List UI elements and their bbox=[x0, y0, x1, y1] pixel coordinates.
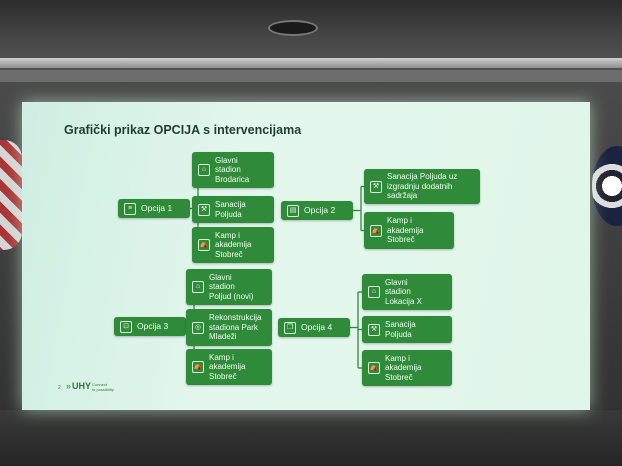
camp-icon: ⛺ bbox=[192, 361, 204, 373]
ceiling-light-strip bbox=[0, 58, 622, 68]
page-number: 2 bbox=[58, 385, 61, 391]
option-2-box: ▤ Opcija 2 bbox=[281, 201, 353, 220]
repair-icon: ⚒ bbox=[370, 180, 382, 193]
lower-wall bbox=[0, 410, 622, 466]
box-label-line: Kamp i bbox=[387, 216, 412, 226]
option-1-box: ≡ Opcija 1 bbox=[118, 199, 190, 218]
document-icon: ▤ bbox=[287, 204, 299, 217]
box-label-line: Brodarica bbox=[215, 174, 250, 184]
repair-icon: ⚒ bbox=[198, 203, 210, 216]
box-label-line: Opcija 2 bbox=[304, 204, 336, 215]
box-label-line: Opcija 3 bbox=[137, 320, 169, 331]
connector-lines bbox=[186, 169, 364, 369]
box-label-line: akademija bbox=[215, 240, 252, 250]
box-label-line: Glavni bbox=[209, 272, 232, 282]
box-label-line: Opcija 1 bbox=[141, 202, 173, 213]
box-label-line: Glavni bbox=[385, 277, 408, 287]
box-label-line: stadion bbox=[385, 287, 411, 297]
box-label-line: Sanacija Poljuda uz bbox=[387, 172, 458, 182]
map-icon: ⊡ bbox=[120, 320, 132, 333]
box-label: Opcija 1 bbox=[141, 202, 176, 214]
stadium-icon: ⌂ bbox=[192, 281, 204, 293]
option-4-box: ❐ Opcija 4 bbox=[278, 318, 350, 337]
stadium-icon: ⌂ bbox=[198, 164, 210, 176]
option-3-box: ⊡ Opcija 3 bbox=[114, 317, 186, 336]
box-label-line: Kamp i bbox=[215, 230, 240, 240]
ceiling-light bbox=[268, 20, 318, 36]
box-label-line: Lokacija X bbox=[385, 296, 422, 306]
repair-icon: ⚒ bbox=[368, 323, 380, 336]
box-label-line: Stobreč bbox=[385, 372, 413, 382]
ceiling-panel bbox=[0, 70, 622, 82]
box-label-line: akademija bbox=[209, 362, 246, 372]
box-label-line: Mladeži bbox=[209, 332, 237, 342]
box-label-line: stadiona Park bbox=[209, 322, 258, 332]
box-label: Opcija 2 bbox=[304, 204, 339, 216]
box-label-line: Stobreč bbox=[209, 371, 237, 381]
box-label-line: Poljuda bbox=[385, 329, 412, 339]
camp-icon: ⛺ bbox=[198, 239, 210, 251]
box-label-line: Poljuda bbox=[215, 209, 242, 219]
box-label-line: Stobreč bbox=[387, 235, 415, 245]
box-label-line: Sanacija bbox=[385, 320, 416, 329]
stadium-round-icon: ◎ bbox=[192, 321, 204, 334]
box-label-line: akademija bbox=[387, 225, 424, 235]
uhy-logo-text: UHY bbox=[72, 381, 92, 391]
tagline-line-1: Connect bbox=[92, 382, 107, 387]
box-label-line: Poljud (novi) bbox=[209, 291, 254, 301]
ceiling bbox=[0, 0, 622, 82]
box-label-line: Kamp i bbox=[385, 353, 410, 363]
list-icon: ≡ bbox=[124, 202, 136, 215]
copy-icon: ❐ bbox=[284, 321, 296, 334]
box-label-line: akademija bbox=[385, 363, 422, 373]
box-label-line: Sanacija bbox=[215, 200, 246, 209]
box-label-line: izgradnju dodatnih bbox=[387, 181, 453, 191]
box-label-line: Kamp i bbox=[209, 352, 234, 362]
projected-slide: Grafički prikaz OPCIJA s intervencijama … bbox=[22, 102, 590, 410]
box-label-line: Stobreč bbox=[215, 249, 243, 259]
uhy-chevron-icon: » bbox=[66, 381, 72, 391]
box-label: Opcija 4 bbox=[301, 321, 336, 333]
box-label-line: stadion bbox=[215, 165, 241, 175]
box-label-line: Glavni bbox=[215, 155, 238, 165]
camp-icon: ⛺ bbox=[370, 224, 382, 237]
flag-left bbox=[0, 140, 22, 250]
uhy-logo: »UHY bbox=[66, 381, 91, 391]
box-label-line: stadion bbox=[209, 282, 235, 292]
box-label-line: Rekonstrukcija bbox=[209, 313, 262, 323]
slide-title: Grafički prikaz OPCIJA s intervencijama bbox=[64, 123, 302, 137]
stadium-icon: ⌂ bbox=[368, 286, 380, 298]
tagline-line-2: to possibility bbox=[92, 387, 114, 392]
camp-icon: ⛺ bbox=[368, 362, 380, 374]
box-label-line: sadržaja bbox=[387, 191, 418, 201]
box-label-line: Opcija 4 bbox=[301, 321, 333, 332]
box-label: Opcija 3 bbox=[137, 320, 172, 332]
